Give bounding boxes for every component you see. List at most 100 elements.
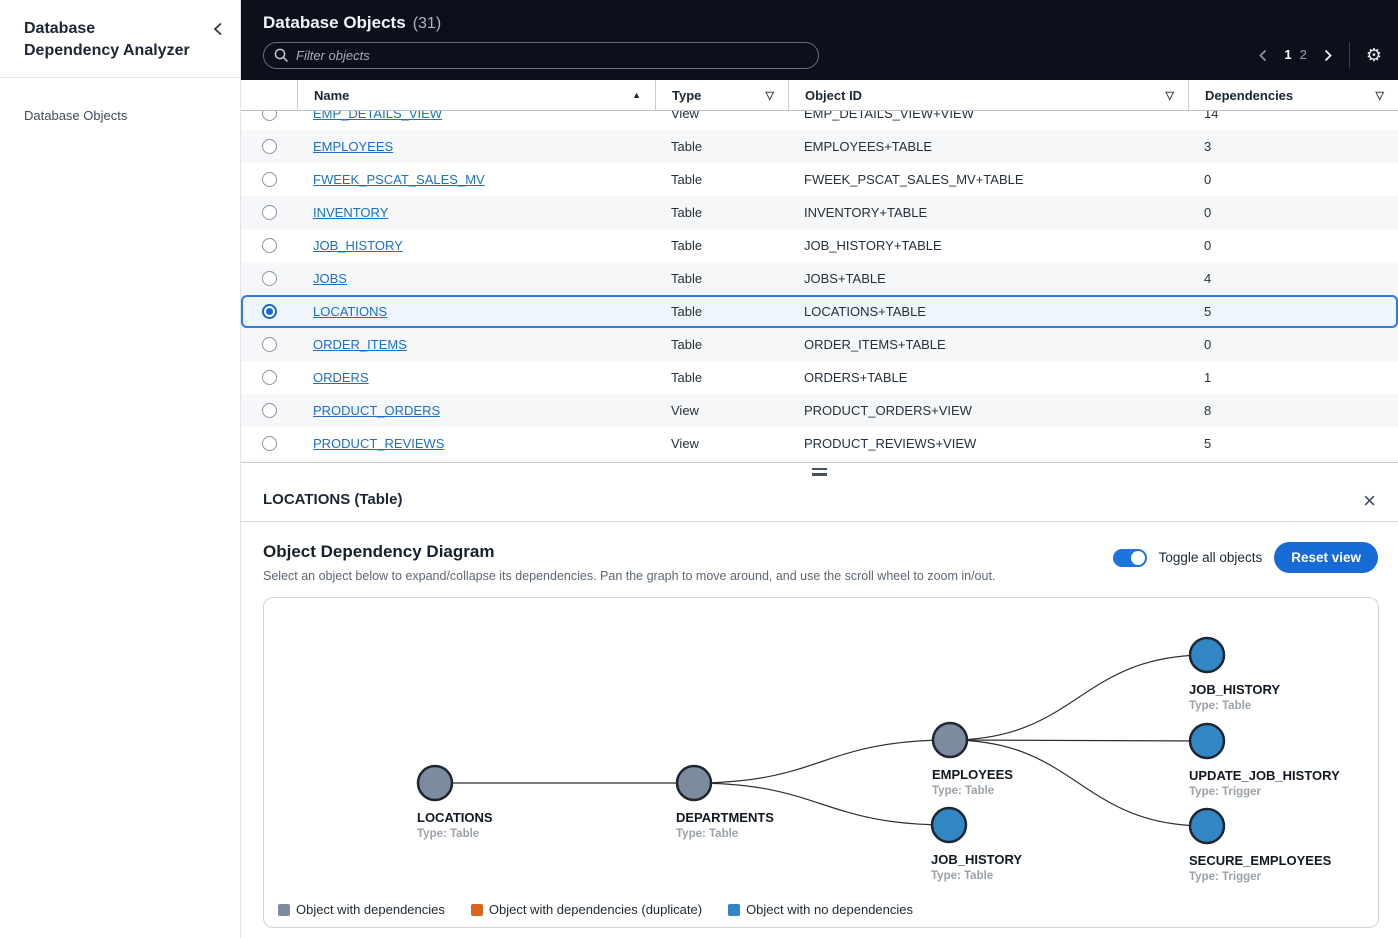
object-id-cell: ORDERS+TABLE xyxy=(804,370,908,385)
dependencies-cell: 0 xyxy=(1204,238,1212,253)
column-header-type[interactable]: Type ▽ xyxy=(655,80,788,110)
graph-node-departments[interactable] xyxy=(675,764,713,802)
graph-node-locations[interactable] xyxy=(416,764,454,802)
row-radio[interactable] xyxy=(261,271,277,286)
object-type-cell: Table xyxy=(671,139,703,154)
toggle-all-objects-label: Toggle all objects xyxy=(1158,550,1263,565)
radio-cell xyxy=(241,337,297,352)
radio-cell xyxy=(241,370,297,385)
filter-objects-input[interactable] xyxy=(263,42,819,69)
sidebar-item-database-objects[interactable]: Database Objects xyxy=(24,108,128,124)
object-name-link[interactable]: JOBS xyxy=(313,271,347,286)
legend-label: Object with no dependencies xyxy=(746,902,914,917)
dependency-edge xyxy=(949,739,1208,827)
row-radio[interactable] xyxy=(261,403,277,418)
row-radio[interactable] xyxy=(261,337,277,352)
object-name-link[interactable]: INVENTORY xyxy=(313,205,389,220)
close-icon[interactable]: × xyxy=(1363,488,1376,513)
gear-icon[interactable]: ⚙ xyxy=(1365,45,1382,65)
row-radio[interactable] xyxy=(261,436,277,451)
row-radio[interactable] xyxy=(261,304,277,319)
sidebar-collapse-button[interactable] xyxy=(212,22,224,41)
object-name-link[interactable]: ORDERS xyxy=(313,370,369,385)
radio-cell xyxy=(241,139,297,154)
object-name-link[interactable]: PRODUCT_ORDERS xyxy=(313,403,441,418)
row-radio[interactable] xyxy=(261,139,277,154)
radio-cell xyxy=(241,238,297,253)
detail-panel-header: LOCATIONS (Table) × xyxy=(241,480,1398,522)
sort-asc-icon[interactable]: ▲ xyxy=(632,90,641,100)
column-header-name[interactable]: Name ▲ xyxy=(297,80,655,110)
radio-cell xyxy=(241,403,297,418)
legend-label: Object with dependencies (duplicate) xyxy=(488,902,703,917)
graph-node-label: DEPARTMENTS xyxy=(676,810,774,825)
filter-icon[interactable]: ▽ xyxy=(765,89,774,102)
object-id-cell: EMP_DETAILS_VIEW+VIEW xyxy=(804,111,974,121)
object-type-cell: Table xyxy=(671,238,703,253)
object-name-link[interactable]: ORDER_ITEMS xyxy=(313,337,407,352)
graph-node-label: EMPLOYEES xyxy=(932,767,1013,782)
graph-node-update_job_history[interactable] xyxy=(1188,722,1226,760)
object-name-link[interactable]: EMP_DETAILS_VIEW xyxy=(313,111,443,121)
radio-cell xyxy=(241,172,297,187)
radio-cell xyxy=(241,436,297,451)
object-id-cell: EMPLOYEES+TABLE xyxy=(804,139,933,154)
column-header-object-id[interactable]: Object ID ▽ xyxy=(788,80,1188,110)
sidebar: Database Dependency Analyzer Database Ob… xyxy=(0,0,241,938)
filter-icon[interactable]: ▽ xyxy=(1375,89,1384,102)
filter-icon[interactable]: ▽ xyxy=(1165,89,1174,102)
graph-node-type-label: Type: Table xyxy=(417,828,479,840)
panel-splitter[interactable] xyxy=(241,463,1398,480)
graph-node-secure_employees[interactable] xyxy=(1188,807,1226,845)
legend-item: Object with dependencies xyxy=(278,902,445,917)
object-name-link[interactable]: FWEEK_PSCAT_SALES_MV xyxy=(313,172,485,187)
pagination-prev-button[interactable] xyxy=(1258,49,1268,62)
object-name-link[interactable]: LOCATIONS xyxy=(313,304,388,319)
row-radio[interactable] xyxy=(261,370,277,385)
graph-node-type-label: Type: Table xyxy=(1189,700,1251,712)
object-name-link[interactable]: EMPLOYEES xyxy=(313,139,394,154)
pagination-page-1[interactable]: 1 xyxy=(1284,47,1292,62)
dependency-edge xyxy=(949,654,1208,741)
toggle-knob xyxy=(1130,550,1145,565)
column-header-dependencies[interactable]: Dependencies ▽ xyxy=(1188,80,1398,110)
reset-view-button[interactable]: Reset view xyxy=(1274,542,1378,573)
clipped-next-row xyxy=(241,460,1398,462)
graph-node-type-label: Type: Trigger xyxy=(1189,871,1262,883)
graph-node-job_history_lower[interactable] xyxy=(930,806,968,844)
pagination-page-2[interactable]: 2 xyxy=(1299,47,1307,62)
row-radio[interactable] xyxy=(261,205,277,220)
graph-node-type-label: Type: Table xyxy=(932,785,994,797)
graph-node-label: LOCATIONS xyxy=(417,810,493,825)
row-radio[interactable] xyxy=(261,111,277,121)
drag-handle-icon[interactable] xyxy=(812,467,827,476)
topbar: Database Objects (31) 12 ⚙ xyxy=(241,0,1398,80)
graph-node-employees[interactable] xyxy=(931,721,969,759)
legend-swatch-dup xyxy=(470,903,483,916)
radio-cell xyxy=(241,205,297,220)
dependencies-cell: 0 xyxy=(1204,205,1212,220)
row-radio[interactable] xyxy=(261,172,277,187)
dependency-edge xyxy=(693,782,950,826)
row-radio[interactable] xyxy=(261,238,277,253)
pagination-next-button[interactable] xyxy=(1323,49,1333,62)
diagram-legend: Object with dependencies Object with depe… xyxy=(278,902,913,917)
object-name-link[interactable]: PRODUCT_REVIEWS xyxy=(313,436,445,451)
graph-node-job_history_upper[interactable] xyxy=(1188,636,1226,674)
object-name-link[interactable]: JOB_HISTORY xyxy=(313,238,403,253)
toggle-all-objects-switch[interactable] xyxy=(1112,548,1147,567)
